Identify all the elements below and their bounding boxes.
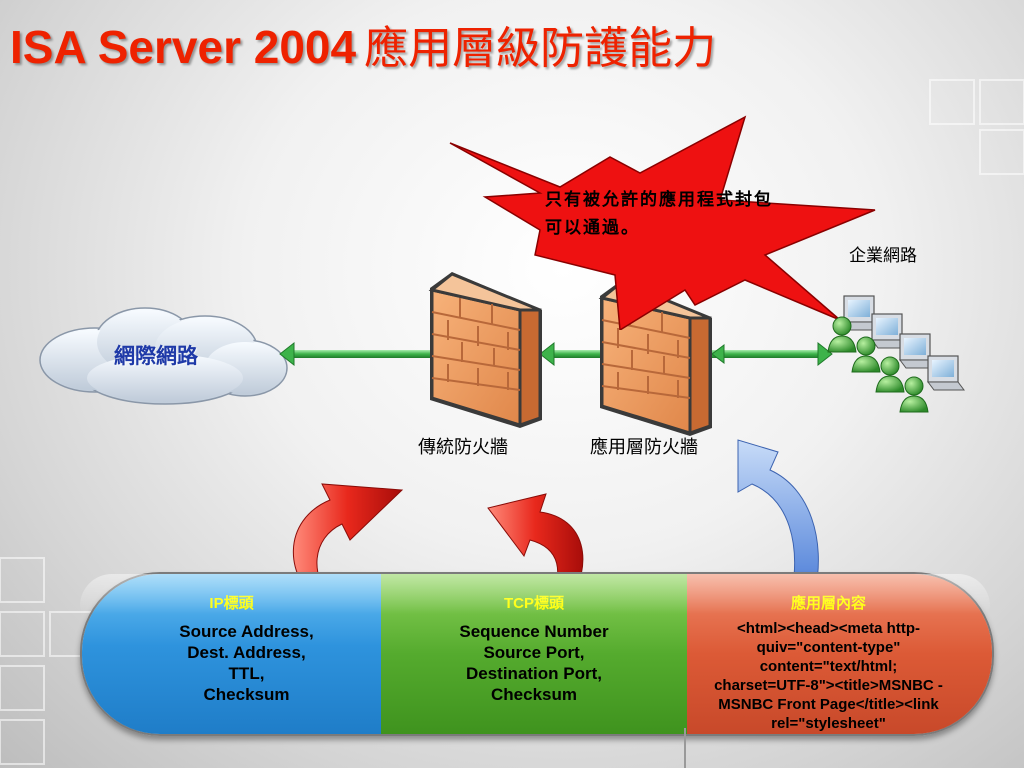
starburst-callout (449, 115, 876, 330)
ip-field: Dest. Address, (187, 643, 306, 662)
application-firewall-label: 應用層防火牆 (590, 437, 698, 458)
title-latin: ISA Server 2004 (10, 21, 357, 73)
app-line: <html><head><meta http- (737, 620, 920, 637)
brick-firewall-icon (428, 272, 542, 428)
tcp-field: Destination Port, (465, 664, 602, 683)
title-cjk: 應用層級防護能力 (364, 23, 717, 74)
packet-structure: IP標頭 Source Address, Dest. Address, TTL,… (80, 572, 994, 736)
tcp-field: Sequence Number (459, 622, 609, 641)
ip-header-fields: Source Address, Dest. Address, TTL, Chec… (82, 621, 381, 705)
application-content-segment: 應用層內容 <html><head><meta http- quiv="cont… (687, 574, 992, 734)
app-line: charset=UTF-8"><title>MSNBC - (714, 677, 943, 694)
tcp-header-segment: TCP標頭 Sequence Number Source Port, Desti… (381, 574, 687, 734)
app-line: rel="stylesheet" (771, 715, 886, 732)
corporate-network-icon (827, 295, 965, 413)
internet-label: 網際網路 (114, 343, 198, 368)
tcp-header-fields: Sequence Number Source Port, Destination… (381, 621, 687, 705)
tcp-field: Checksum (491, 685, 577, 704)
internet-cloud-icon (39, 307, 288, 405)
ip-field: Checksum (203, 685, 290, 704)
divider (684, 728, 686, 768)
blue-curved-arrow-icon (737, 439, 819, 593)
ip-header-segment: IP標頭 Source Address, Dest. Address, TTL,… (82, 574, 381, 734)
app-line: content="text/html; (759, 658, 898, 675)
app-line: MSNBC Front Page</title><link (718, 696, 939, 713)
app-line: quiv="content-type" (756, 639, 901, 656)
traditional-firewall-label: 傳統防火牆 (418, 437, 508, 458)
corporate-network-label: 企業網路 (849, 246, 917, 266)
burst-text: 只有被允許的應用程式封包可以通過。 (545, 190, 773, 238)
ip-header-title: IP標頭 (209, 595, 254, 612)
tcp-field: Source Port, (483, 643, 585, 662)
ip-field: TTL, (228, 664, 265, 683)
ip-field: Source Address, (179, 622, 314, 641)
tcp-header-title: TCP標頭 (503, 595, 564, 612)
app-content-fields: <html><head><meta http- quiv="content-ty… (693, 619, 964, 733)
app-content-title: 應用層內容 (790, 595, 866, 612)
